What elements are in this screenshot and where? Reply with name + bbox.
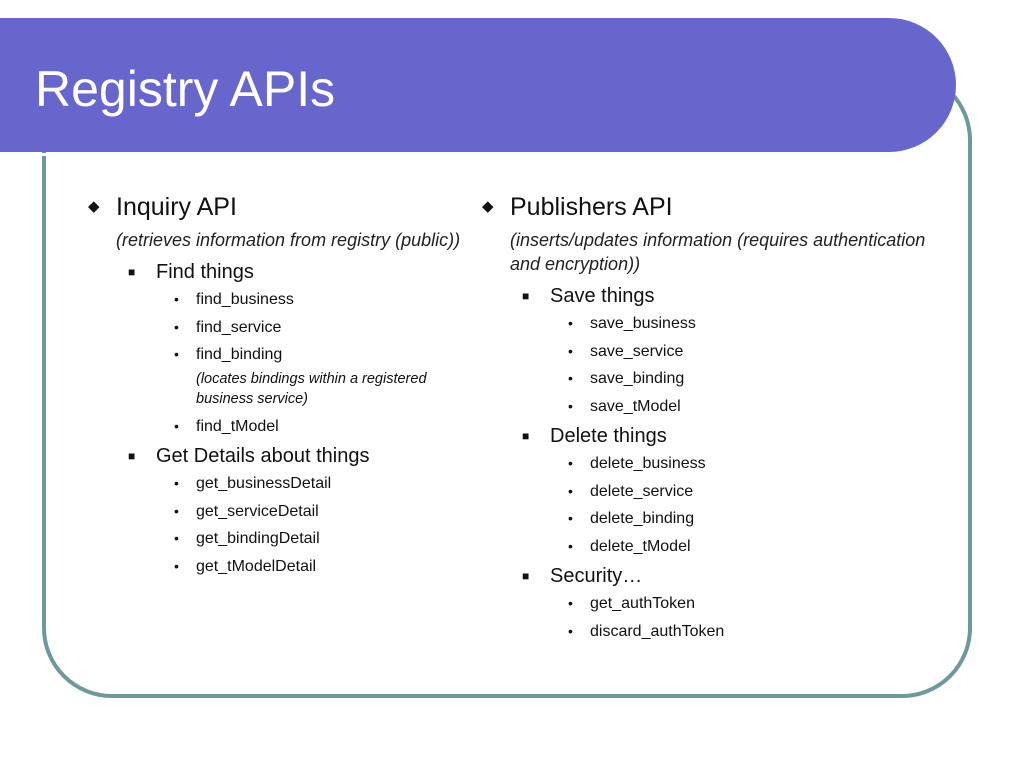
find-things-label: Find things xyxy=(156,261,254,283)
publishers-api-label: Publishers API xyxy=(510,193,673,221)
dot-bullet-icon: • xyxy=(174,530,179,546)
slide-frame xyxy=(42,70,972,698)
square-bullet-icon: ■ xyxy=(522,569,530,583)
list-item-label: find_service xyxy=(196,318,282,336)
square-bullet-icon: ■ xyxy=(522,429,530,443)
dot-bullet-icon: • xyxy=(568,510,573,526)
dot-bullet-icon: • xyxy=(568,455,573,471)
dot-bullet-icon: • xyxy=(568,595,573,611)
list-item-label: get_serviceDetail xyxy=(196,502,319,520)
list-item: • delete_service xyxy=(480,478,940,506)
dot-bullet-icon: • xyxy=(174,557,179,574)
list-item: • save_binding xyxy=(480,365,940,393)
list-item-label: get_tModelDetail xyxy=(196,557,317,575)
list-item-label: find_tModel xyxy=(196,417,279,435)
security-heading: ■ Security… xyxy=(480,562,940,590)
list-item-label: delete_binding xyxy=(590,510,695,527)
title-underline xyxy=(0,153,905,156)
list-item: • save_tModel xyxy=(480,393,940,421)
list-item-label: save_service xyxy=(590,342,684,360)
list-item: • delete_tModel xyxy=(480,533,940,561)
save-things-heading: ■ Save things xyxy=(480,282,940,310)
dot-bullet-icon: • xyxy=(568,482,573,499)
list-item: • delete_business xyxy=(480,450,940,478)
publishers-api-description: (inserts/updates information (requires a… xyxy=(510,230,926,274)
dot-bullet-icon: • xyxy=(174,291,179,307)
dot-bullet-icon: • xyxy=(568,315,573,331)
dot-bullet-icon: • xyxy=(568,537,573,554)
inquiry-api-heading: ◆ Inquiry API xyxy=(86,192,466,222)
list-item-label: delete_tModel xyxy=(590,537,691,555)
list-item-label: discard_authToken xyxy=(590,622,725,640)
list-item-label: delete_service xyxy=(590,482,694,500)
dot-bullet-icon: • xyxy=(174,417,179,434)
dot-bullet-icon: • xyxy=(568,342,573,359)
list-item-label: save_binding xyxy=(590,370,685,387)
list-item: • find_service xyxy=(86,314,466,342)
security-label: Security… xyxy=(550,565,643,587)
list-item: • get_serviceDetail xyxy=(86,498,466,526)
list-item-label: save_tModel xyxy=(590,397,681,415)
slide-title: Registry APIs xyxy=(35,61,336,117)
find-things-heading: ■ Find things xyxy=(86,258,466,286)
dot-bullet-icon: • xyxy=(174,502,179,519)
inquiry-api-label: Inquiry API xyxy=(116,193,237,221)
list-item: • find_tModel xyxy=(86,413,466,441)
save-things-label: Save things xyxy=(550,285,655,307)
dot-bullet-icon: • xyxy=(568,397,573,414)
get-details-heading: ■ Get Details about things xyxy=(86,442,466,470)
dot-bullet-icon: • xyxy=(174,318,179,335)
inquiry-api-description: (retrieves information from registry (pu… xyxy=(116,230,461,250)
list-item: • save_business xyxy=(480,310,940,338)
list-item: • discard_authToken xyxy=(480,618,940,646)
list-item: • delete_binding xyxy=(480,505,940,533)
publishers-api-heading: ◆ Publishers API xyxy=(480,192,940,222)
diamond-bullet-icon: ◆ xyxy=(482,198,494,215)
list-item: • get_authToken xyxy=(480,590,940,618)
list-item: • get_businessDetail xyxy=(86,470,466,498)
list-item-label: get_authToken xyxy=(590,595,695,612)
dot-bullet-icon: • xyxy=(174,475,179,491)
list-item: • find_binding xyxy=(86,341,466,369)
list-item: • get_tModelDetail xyxy=(86,553,466,581)
dot-bullet-icon: • xyxy=(568,370,573,386)
title-banner: Registry APIs xyxy=(0,18,956,156)
list-item-label: delete_business xyxy=(590,455,706,472)
list-item-label: find_business xyxy=(196,291,294,308)
publishers-api-column: ◆ Publishers API (inserts/updates inform… xyxy=(480,192,940,645)
diamond-bullet-icon: ◆ xyxy=(88,198,100,215)
list-item: • find_business xyxy=(86,286,466,314)
square-bullet-icon: ■ xyxy=(128,449,136,463)
dot-bullet-icon: • xyxy=(568,622,573,639)
find-binding-note: (locates bindings within a registered bu… xyxy=(196,370,427,407)
list-item: • get_bindingDetail xyxy=(86,525,466,553)
dot-bullet-icon: • xyxy=(174,346,179,362)
square-bullet-icon: ■ xyxy=(522,289,530,303)
get-details-label: Get Details about things xyxy=(156,445,370,467)
delete-things-label: Delete things xyxy=(550,425,667,447)
list-item-label: get_bindingDetail xyxy=(196,530,320,547)
inquiry-api-column: ◆ Inquiry API (retrieves information fro… xyxy=(86,192,466,580)
list-item-label: get_businessDetail xyxy=(196,475,332,492)
list-item-label: save_business xyxy=(590,315,696,332)
list-item: • save_service xyxy=(480,338,940,366)
list-item-label: find_binding xyxy=(196,346,283,363)
delete-things-heading: ■ Delete things xyxy=(480,422,940,450)
square-bullet-icon: ■ xyxy=(128,265,136,279)
